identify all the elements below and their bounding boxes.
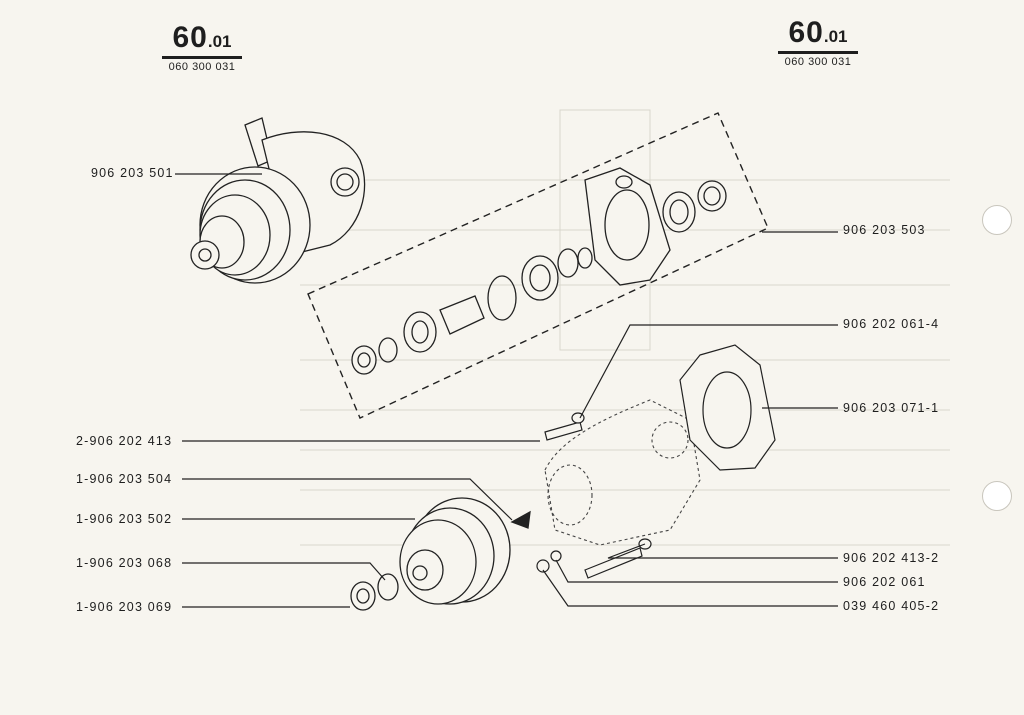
header-rule [778,51,858,54]
part-label: 1-906 203 502 [76,512,173,526]
reference-number: 060 300 031 [168,61,236,73]
gasket-right [679,344,776,471]
page-number-right: 60.01 060 300 031 [778,18,858,68]
page-number-left: 60.01 060 300 031 [162,23,242,73]
part-label: 906 202 413-2 [843,551,940,565]
water-pump-assembly [190,117,366,284]
section-number: 60 [788,16,824,49]
binder-hole [982,481,1012,511]
binder-hole [982,205,1012,235]
kit-parts [351,167,727,375]
part-label: 906 203 071-1 [843,401,940,415]
part-label: 2-906 202 413 [76,434,173,448]
part-label: 906 202 061 [843,575,926,589]
part-label: 1-906 203 504 [76,472,173,486]
leader-lines [175,173,838,608]
part-label: 1-906 203 068 [76,556,173,570]
header-rule [162,56,242,59]
kit-outline [307,112,769,419]
section-number: 60 [172,21,208,54]
pump-housing [544,399,701,546]
section-suffix: .01 [823,27,848,46]
part-label: 906 203 501 [91,166,174,180]
part-label: 906 203 503 [843,223,926,237]
part-label: 1-906 203 069 [76,600,173,614]
fasteners [536,412,652,579]
part-label: 039 460 405-2 [843,599,940,613]
section-suffix: .01 [207,32,232,51]
reference-number: 060 300 031 [784,56,852,68]
part-label: 906 202 061-4 [843,317,940,331]
pulley [350,497,531,611]
